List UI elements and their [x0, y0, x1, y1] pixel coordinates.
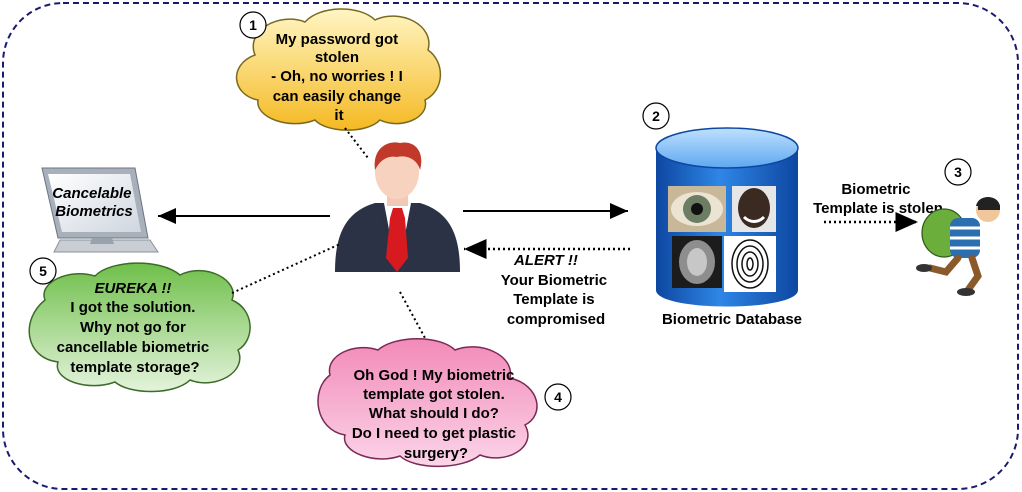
eye-image: [668, 186, 726, 232]
thought-cloud-1: My password got stolen - Oh, no worries …: [235, 8, 442, 131]
step-badge-2: 2: [642, 102, 670, 130]
fingerprint-image: [724, 236, 776, 292]
computer-label: Cancelable Biometrics: [52, 185, 135, 220]
thief-figure: [916, 197, 1000, 296]
computer-icon: [41, 167, 159, 253]
alert-text: ALERT !! Your Biometric Template is comp…: [501, 252, 612, 328]
svg-text:5: 5: [39, 263, 47, 279]
step-badge-5: 5: [29, 257, 57, 285]
step-badge-4: 4: [544, 383, 572, 411]
cloud4-text: Oh God ! My biometric template got stole…: [352, 367, 520, 462]
database-icon: [655, 127, 799, 307]
cloud1-text: My password got stolen - Oh, no worries …: [271, 31, 407, 124]
person-figure: [335, 142, 460, 272]
cloud4-connector: [399, 291, 426, 339]
svg-text:1: 1: [249, 17, 257, 33]
face-image: [732, 186, 776, 232]
svg-text:3: 3: [954, 164, 962, 180]
database-label: Biometric Database: [662, 311, 802, 328]
cloud1-connector: [344, 127, 369, 159]
thought-cloud-5: EUREKA !! I got the solution. Why not go…: [28, 262, 251, 393]
cloud5-text: EUREKA !! I got the solution. Why not go…: [57, 280, 214, 376]
cloud5-connector: [231, 243, 341, 294]
step-badge-3: 3: [944, 158, 972, 186]
stolen-label: Biometric Template is stolen: [813, 181, 943, 217]
svg-text:4: 4: [554, 389, 562, 405]
palm-image: [672, 236, 722, 288]
thought-cloud-4: Oh God ! My biometric template got stole…: [317, 338, 538, 468]
step-badge-1: 1: [239, 11, 267, 39]
svg-text:2: 2: [652, 108, 660, 124]
